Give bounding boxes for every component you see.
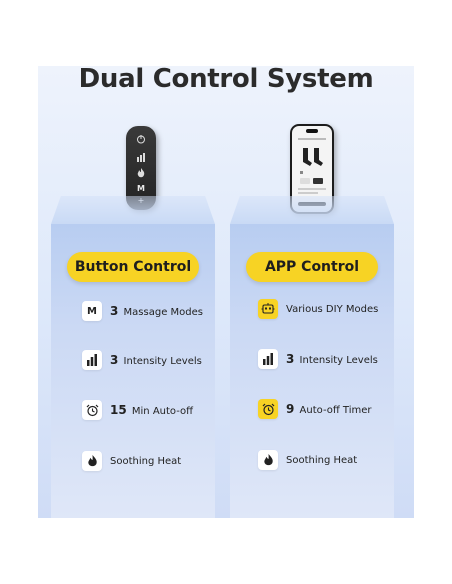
feature-label: Min Auto-off	[131, 406, 194, 417]
power-icon	[126, 134, 156, 147]
feature-intensity-levels: 3 Intensity Levels	[82, 349, 202, 371]
feature-label: Intensity Levels	[123, 356, 202, 367]
flame-icon	[258, 450, 278, 470]
signal-bars-icon	[82, 350, 102, 370]
feature-auto-off: 15 Min Auto-off	[82, 399, 193, 421]
signal-bars-icon	[258, 349, 278, 369]
letter-m-icon: M	[82, 301, 102, 321]
feature-number: 3	[110, 304, 119, 318]
feature-soothing-heat: Soothing Heat	[258, 449, 357, 471]
feature-number: 3	[110, 353, 119, 367]
feature-number: 3	[286, 352, 295, 366]
right-panel-top	[230, 196, 394, 224]
feature-label: Soothing Heat	[110, 455, 182, 467]
feature-soothing-heat: Soothing Heat	[82, 450, 181, 472]
feature-label: Soothing Heat	[286, 454, 358, 466]
heat-icon	[126, 168, 156, 181]
feature-diy-modes: Various DIY Modes	[258, 298, 378, 320]
diy-robot-icon	[258, 299, 278, 319]
feature-number: 9	[286, 402, 295, 416]
alarm-clock-icon	[258, 399, 278, 419]
page-title: Dual Control System	[78, 66, 374, 94]
left-panel-top	[51, 196, 215, 224]
feature-massage-modes: M 3 Massage Modes	[82, 300, 203, 322]
feature-label: Intensity Levels	[299, 355, 378, 366]
feature-intensity-levels: 3 Intensity Levels	[258, 348, 378, 370]
mode-m-icon: M	[137, 184, 145, 193]
feature-label: Massage Modes	[123, 307, 203, 318]
button-control-label: Button Control	[67, 252, 199, 282]
flame-icon	[82, 451, 102, 471]
feature-number: 15	[110, 403, 127, 417]
feature-label: Various DIY Modes	[286, 303, 379, 315]
infographic-canvas: Dual Control System M +	[38, 66, 414, 518]
intensity-icon	[126, 152, 156, 165]
feature-auto-off-timer: 9 Auto-off Timer	[258, 398, 372, 420]
phone-notch	[306, 129, 318, 133]
feature-label: Auto-off Timer	[299, 405, 372, 416]
alarm-clock-icon	[82, 400, 102, 420]
app-control-label: APP Control	[246, 252, 378, 282]
